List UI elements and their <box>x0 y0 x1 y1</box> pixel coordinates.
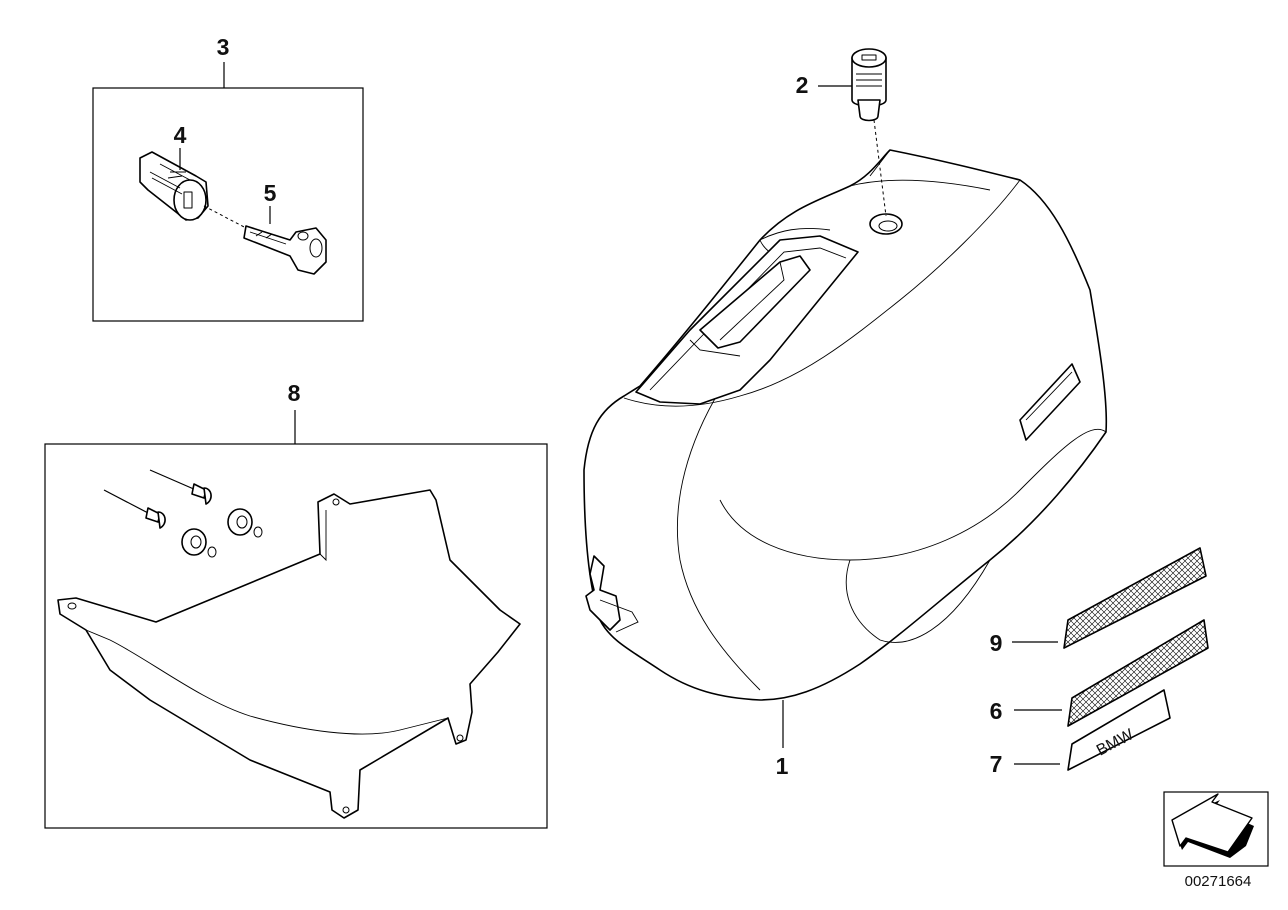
mounting-tab <box>585 555 621 631</box>
lock-set-kit <box>92 62 364 322</box>
callout-8: 8 <box>288 380 301 406</box>
reflector-recess <box>1019 363 1081 441</box>
callout-1: 1 <box>776 753 789 779</box>
cover-plate-frame <box>44 443 548 829</box>
lock-insert <box>851 48 887 122</box>
blind-rivet <box>149 469 212 505</box>
callout-2: 2 <box>796 72 809 98</box>
carry-handle <box>635 235 859 405</box>
lock-key <box>243 225 327 275</box>
lock-cylinder <box>139 151 209 221</box>
blind-rivet <box>103 489 166 529</box>
top-case <box>583 149 1108 701</box>
arrow-left-down-icon <box>1163 791 1269 867</box>
assembly-axis-key <box>203 205 247 229</box>
assembly-axis-lock <box>873 119 887 217</box>
bmw-emblem: BMW <box>1067 689 1171 771</box>
cover-plate-kit <box>44 410 548 829</box>
callout-6: 6 <box>990 698 1003 724</box>
rubber-grommet <box>227 508 263 538</box>
callout-3: 3 <box>217 34 230 60</box>
lock-set-frame <box>92 87 364 322</box>
rubber-grommet <box>181 528 217 558</box>
reflector-strip <box>1063 547 1207 649</box>
callout-9: 9 <box>990 630 1003 656</box>
callout-4: 4 <box>174 122 187 148</box>
callout-7: 7 <box>990 751 1003 777</box>
callout-5: 5 <box>264 180 277 206</box>
cover-plate <box>57 489 521 819</box>
document-number: 00271664 <box>1185 873 1252 890</box>
reflector-strip-small <box>1067 619 1209 727</box>
